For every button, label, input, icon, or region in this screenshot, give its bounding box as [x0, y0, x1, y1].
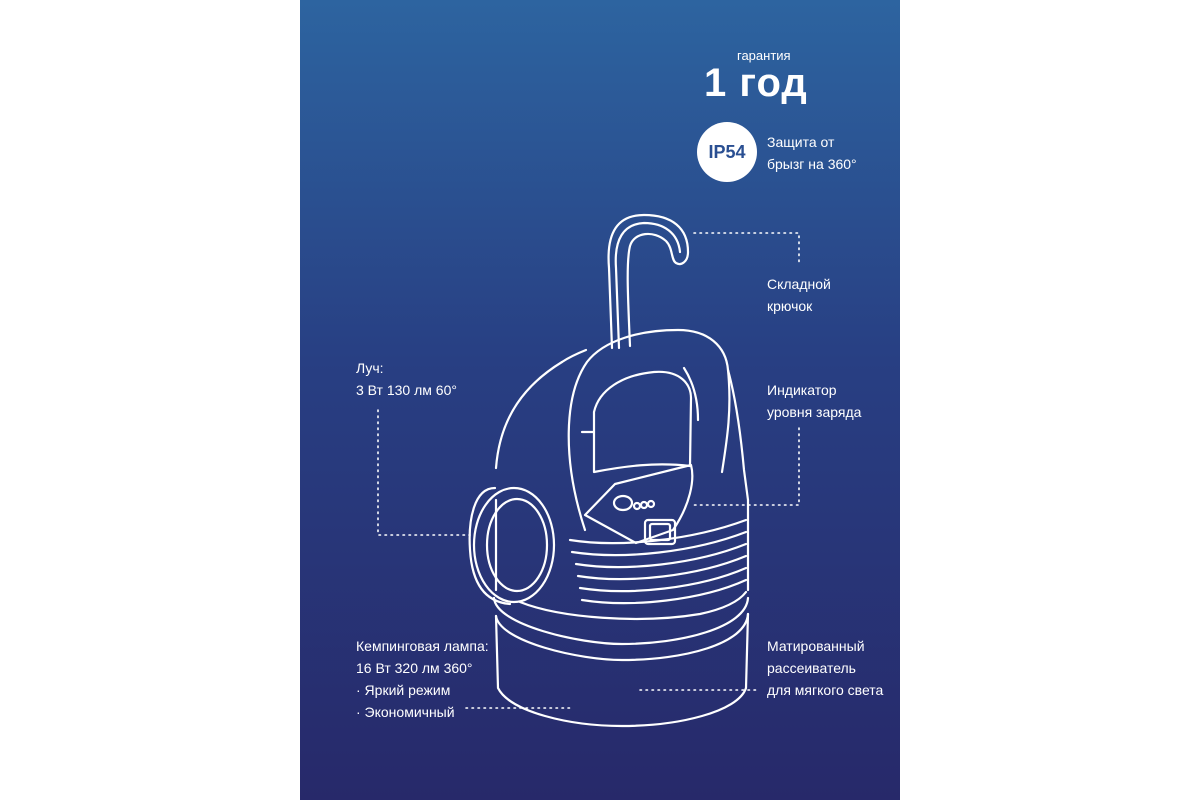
warranty-value: 1 год	[704, 61, 808, 105]
camping-lantern-icon	[377, 213, 800, 728]
ip-rating-badge: IP54	[697, 122, 757, 182]
product-infographic: гарантия 1 год IP54 Защита от брызг на 3…	[300, 0, 900, 800]
warranty-label: гарантия	[737, 48, 791, 63]
ip-rating-description: Защита от брызг на 360°	[767, 134, 857, 172]
callout-diffuser: Матированный рассеиватель для мягкого св…	[767, 638, 884, 698]
callout-beam: Луч: 3 Вт 130 лм 60°	[356, 360, 457, 398]
callout-camping-lamp: Кемпинговая лампа: 16 Вт 320 лм 360° · Я…	[356, 638, 489, 720]
callout-charge-indicator: Индикатор уровня заряда	[767, 382, 862, 420]
callout-hook: Складной крючок	[767, 276, 831, 314]
